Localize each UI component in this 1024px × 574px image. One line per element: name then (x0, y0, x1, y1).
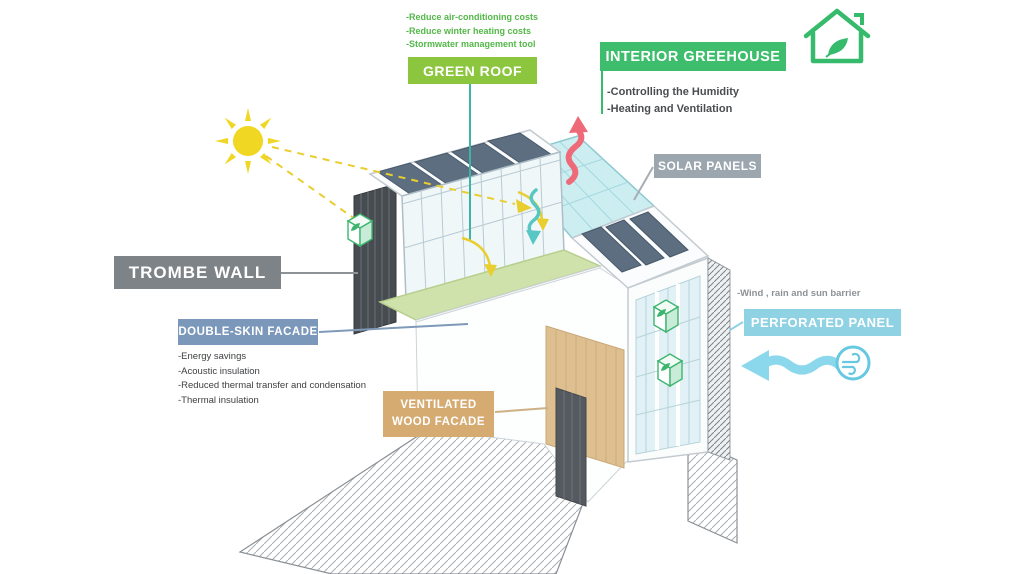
green-roof-notes: -Reduce air-conditioning costs -Reduce w… (406, 11, 538, 52)
green-roof-note: -Reduce winter heating costs (406, 25, 532, 36)
ventilated-wood-facade-label: VENTILATED WOOD FACADE (383, 391, 494, 437)
perforated-panel-surface (707, 257, 731, 461)
sun-icon (215, 108, 281, 174)
interior-greenhouse-label: INTERIOR GREEHOUSE (600, 42, 786, 71)
wind-circle-icon (835, 345, 871, 381)
solar-panels-label: SOLAR PANELS (654, 154, 761, 178)
interior-greenhouse-note: -Heating and Ventilation (607, 103, 733, 116)
interior-greenhouse-note: -Controlling the Humidity (607, 86, 739, 98)
wind-arrow (741, 350, 845, 381)
ventilated-wood-facade-line1: VENTILATED (400, 398, 477, 411)
solar-panels-array-right (581, 211, 689, 273)
fresh-air-arrow (526, 188, 541, 245)
green-roof-label: GREEN ROOF (408, 57, 537, 84)
green-roof-note: -Stormwater management tool (406, 39, 536, 49)
double-skin-facade-label: DOUBLE-SKIN FACADE (178, 319, 318, 345)
green-roof-note: -Reduce air-conditioning costs (406, 12, 539, 22)
trombe-wall-surface (353, 183, 397, 335)
perforated-panel-label: PERFORATED PANEL (744, 309, 901, 336)
ventilated-wood-facade-line2: WOOD FACADE (391, 416, 486, 428)
double-skin-facade-notes: -Energy savings -Acoustic insulation -Re… (178, 350, 366, 409)
double-skin-facade-note: -Thermal insulation (178, 395, 259, 407)
dark-pilaster (555, 387, 587, 507)
ground-hatch-left (238, 427, 599, 574)
leader-lines (281, 71, 744, 413)
trombe-wall-label: TROMBE WALL (114, 256, 281, 289)
double-skin-facade-note: -Acoustic insulation (178, 365, 260, 377)
house-leaf-icon (803, 8, 871, 64)
perforated-panel-note: -Wind , rain and sun barrier (737, 288, 861, 299)
heat-arrow (565, 116, 588, 185)
interior-greenhouse-notes: -Controlling the Humidity -Heating and V… (607, 84, 739, 118)
double-skin-facade-note: -Reduced thermal transfer and condensati… (178, 380, 367, 392)
double-skin-facade-note: -Energy savings (178, 351, 247, 362)
